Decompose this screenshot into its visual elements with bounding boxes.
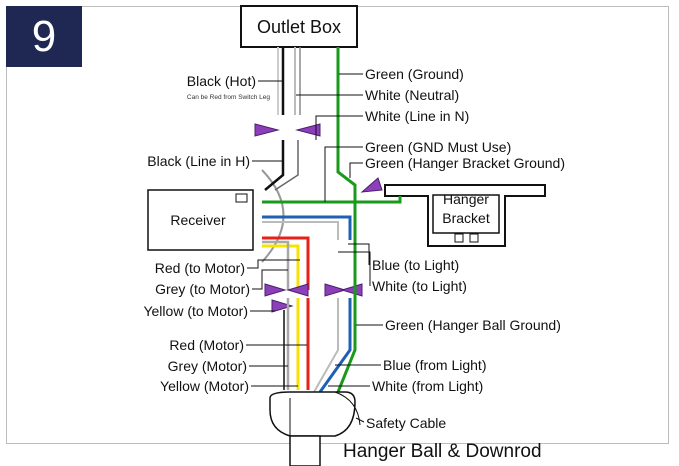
leader-green-bracket-ground	[349, 162, 363, 178]
wire-nut-lower-3	[324, 283, 347, 297]
bracket-tab-left	[454, 233, 464, 243]
leader-blue-to-light	[348, 243, 370, 265]
label-grey-to-motor: Grey (to Motor)	[155, 281, 250, 297]
leader-safety-cable	[355, 417, 365, 423]
label-green-ball-ground: Green (Hanger Ball Ground)	[385, 317, 561, 333]
wire-blue-from-light	[318, 298, 352, 393]
label-black-hot-note: Can be Red from Switch Leg	[187, 94, 270, 101]
wire-nut-lower-2	[286, 283, 309, 297]
leader-grey-to-motor	[252, 269, 288, 290]
wire-nut-lower-4	[340, 283, 363, 297]
wire-white-from-light	[313, 298, 339, 393]
leader-white-to-light	[338, 251, 371, 286]
receiver-label: Receiver	[170, 212, 226, 228]
wire-nut-green	[360, 177, 383, 193]
bracket-inner	[432, 194, 500, 234]
downrod	[289, 435, 321, 466]
label-hanger-ball-downrod: Hanger Ball & Downrod	[343, 441, 542, 462]
wire-yellow-to-motor	[262, 244, 300, 290]
wire-nut-lower-5	[271, 299, 294, 313]
label-safety-cable: Safety Cable	[366, 415, 446, 431]
receiver-indicator	[235, 193, 248, 203]
label-yellow-to-motor: Yellow (to Motor)	[143, 303, 248, 319]
label-white-neutral: White (Neutral)	[365, 87, 459, 103]
label-red-motor: Red (Motor)	[169, 337, 244, 353]
wire-nut-upper-right	[295, 123, 321, 137]
label-blue-to-light: Blue (to Light)	[372, 257, 459, 273]
wire-nut-lower-1	[264, 283, 287, 297]
leader-red-to-motor	[247, 259, 300, 269]
bracket-label-line1: Hanger	[443, 191, 489, 207]
label-white-line-n: White (Line in N)	[365, 108, 469, 124]
label-grey-motor: Grey (Motor)	[168, 358, 247, 374]
wire-grey-to-motor	[262, 240, 290, 290]
wire-red-to-motor	[262, 236, 310, 290]
step-number-badge: 9	[6, 6, 82, 67]
wire-green-ground	[336, 47, 357, 205]
wire-green-ball-ground	[336, 205, 357, 393]
wire-nut-upper-left	[254, 123, 280, 137]
wire-green-gnd-must	[262, 196, 402, 204]
label-yellow-motor: Yellow (Motor)	[160, 378, 249, 394]
wire-black-line-h	[264, 140, 285, 191]
leader-white-line-n	[315, 115, 363, 140]
label-green-gnd-must: Green (GND Must Use)	[365, 139, 511, 155]
label-red-to-motor: Red (to Motor)	[155, 260, 245, 276]
outlet-box-label: Outlet Box	[257, 17, 341, 37]
bracket-tab-right	[469, 233, 479, 243]
label-green-bracket-ground: Green (Hanger Bracket Ground)	[365, 155, 565, 171]
label-white-to-light: White (to Light)	[372, 278, 467, 294]
hanger-ball	[269, 391, 356, 437]
label-black-line-h: Black (Line in H)	[147, 153, 250, 169]
bracket-label-line2: Bracket	[442, 210, 490, 226]
wire-blue-to-light	[262, 215, 352, 240]
leader-green-gnd-must	[324, 146, 363, 202]
label-black-hot: Black (Hot)	[187, 73, 256, 89]
wire-white-line-n	[274, 140, 299, 191]
wire-white-to-light	[262, 221, 339, 240]
label-white-from-light: White (from Light)	[372, 378, 483, 394]
safety-cable	[334, 391, 361, 426]
outlet-box	[240, 5, 358, 48]
label-green-ground: Green (Ground)	[365, 66, 464, 82]
label-blue-from-light: Blue (from Light)	[383, 357, 486, 373]
